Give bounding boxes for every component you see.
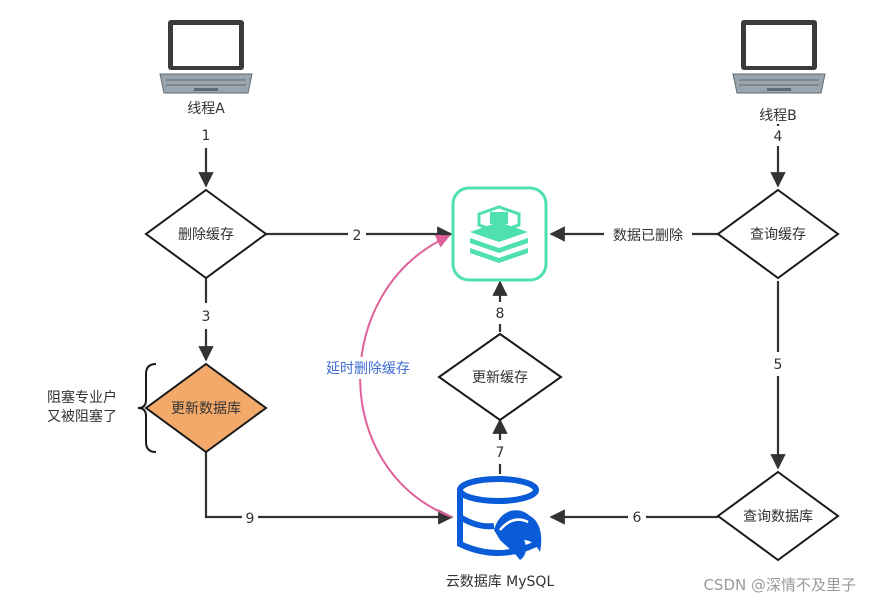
query-cache-node: 查询缓存: [716, 188, 840, 280]
edge-label-4: 4: [774, 129, 783, 145]
edge-label-2: 2: [353, 228, 362, 244]
update-cache-label: 更新缓存: [472, 370, 528, 386]
redis-cache-icon: [451, 186, 548, 282]
edge-label-3: 3: [202, 309, 211, 325]
edge-delayed-delete: [359, 234, 453, 518]
query-db-label: 查询数据库: [743, 509, 813, 525]
watermark: CSDN @深情不及里子: [703, 576, 856, 594]
laptop-icon: [732, 20, 826, 94]
edge-label-data-deleted: 数据已删除: [613, 228, 683, 244]
edge-label-1: 1: [202, 128, 211, 144]
thread-a-label: 线程A: [187, 101, 225, 117]
cloud-db-label: 云数据库 MySQL: [446, 574, 555, 590]
thread-b-label: 线程B: [759, 108, 797, 124]
delete-cache-node: 删除缓存: [144, 188, 268, 280]
laptop-icon: [159, 20, 253, 94]
edge-label-6: 6: [633, 510, 642, 526]
update-db-label: 更新数据库: [171, 401, 241, 417]
brace: [137, 363, 157, 453]
blocked-note-line1: 阻塞专业户: [47, 389, 117, 406]
edge-label-delayed-delete: 延时删除缓存: [326, 361, 410, 377]
edge-label-7: 7: [496, 445, 505, 461]
edge-label-9: 9: [246, 511, 255, 527]
blocked-note-line2: 又被阻塞了: [47, 408, 117, 425]
edge-label-5: 5: [774, 357, 783, 373]
query-db-node: 查询数据库: [716, 470, 840, 562]
query-cache-label: 查询缓存: [750, 227, 806, 243]
edge-9: [204, 452, 454, 525]
edge-label-8: 8: [496, 306, 505, 322]
mysql-database-icon: [457, 476, 542, 560]
update-db-node: 更新数据库: [144, 362, 268, 454]
update-cache-node: 更新缓存: [437, 332, 563, 422]
delete-cache-label: 删除缓存: [178, 227, 234, 243]
